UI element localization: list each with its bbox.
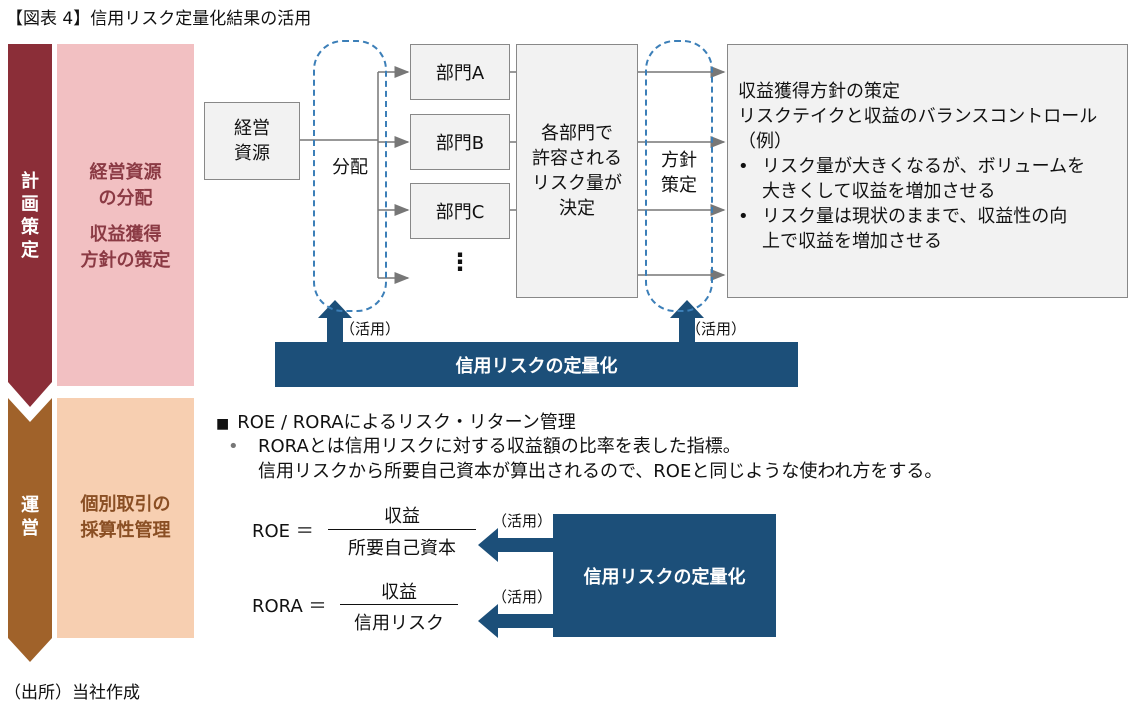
decision-box: 各部門で 許容される リスク量が 決定 [516,44,638,298]
detail-bullet: • リスク量は現状のままで、収益性の向 上で収益を増加させる [738,204,1127,254]
ops-char: 運 [21,495,39,516]
plan-char: 計 [21,171,39,192]
category-line: 収益獲得 [89,224,162,245]
bullet-dot: • [228,436,239,457]
policy-label: 方針 策定 [645,148,713,198]
ops-bullet-line: RORAとは信用リスクに対する収益額の比率を表した指標。 [258,436,741,457]
ops-use-label-rora: （活用） [492,588,553,606]
detail-line: リスクテイクと収益のバランスコントロール [738,106,1098,127]
dept-b-box: 部門B [410,114,510,170]
plan-phase-arrow [8,44,52,407]
plan-char: 策 [21,217,39,238]
ops-use-label-roe: （活用） [492,512,553,530]
bullet-line: リスク量は現状のままで、収益性の向 [762,206,1068,227]
ops-category-text: 個別取引の 採算性管理 [57,492,194,544]
bullet-dot: • [738,156,749,177]
plan-phase-label: 計 画 策 定 [2,170,58,262]
box-line: 許容される [532,148,622,169]
dept-a-box: 部門A [410,44,510,100]
roe-label: ROE ＝ [252,521,314,542]
detail-line: 収益獲得方針の策定 [738,81,900,102]
box-line: リスク量が [532,173,622,194]
ops-bullet: • RORAとは信用リスクに対する収益額の比率を表した指標。 信用リスクから所要… [228,434,942,484]
source-note: （出所）当社作成 [4,683,140,703]
box-line: 経営 [234,118,270,139]
category-line: の分配 [98,188,153,209]
ops-category-box [57,398,194,638]
ops-phase-label: 運 営 [2,494,58,540]
roe-numerator: 収益 [384,506,420,527]
box-line: 各部門で [541,123,613,144]
strategy-detail-box: 収益獲得方針の策定 リスクテイクと収益のバランスコントロール （例） • リスク… [727,44,1128,298]
bullet-dot: • [738,206,749,227]
rora-numerator: 収益 [381,582,417,603]
bullet-line: 大きくして収益を増加させる [762,181,996,202]
more-departments-ellipsis: ⋮ [448,248,472,276]
plan-category-text: 経営資源 の分配 収益獲得 方針の策定 [57,160,194,274]
square-bullet-icon: ■ [216,416,230,432]
plan-char: 画 [21,194,39,215]
credit-risk-quantification-box: 信用リスクの定量化 [553,514,776,637]
ops-char: 営 [21,518,39,539]
figure-title: 【図表 4】信用リスク定量化結果の活用 [6,9,312,29]
ops-heading: ■ ROE / RORAによるリスク・リターン管理 [216,408,576,434]
allocation-label: 分配 [332,157,368,178]
category-line: 経営資源 [89,162,162,183]
ops-bullet-line: 信用リスクから所要自己資本が算出されるので、ROEと同じような使われ方をする。 [258,461,943,482]
credit-risk-quantification-bar: 信用リスクの定量化 [275,342,798,387]
box-line: 決定 [559,198,595,219]
rora-denominator: 信用リスク [354,613,444,634]
box-line: 資源 [234,143,270,164]
plan-char: 定 [21,240,39,261]
management-resource-box: 経営 資源 [204,102,300,180]
allocation-dashed-frame [313,40,387,312]
ops-heading-text: ROE / RORAによるリスク・リターン管理 [237,412,576,433]
policy-dashed-frame [645,40,713,312]
use-label-right: （活用） [686,320,747,338]
category-line: 方針の策定 [80,250,171,271]
roe-denominator: 所要自己資本 [348,538,456,559]
detail-line: （例） [738,131,792,152]
plan-category-box [57,44,194,386]
ops-phase-arrow [8,398,52,662]
category-line: 個別取引の [80,494,171,515]
policy-line: 方針 [661,150,697,171]
left-arrow-rora [478,604,553,638]
detail-bullet: • リスク量が大きくなるが、ボリュームを 大きくして収益を増加させる [738,154,1127,204]
bullet-line: 上で収益を増加させる [762,231,942,252]
phase-arrows [8,44,52,662]
roe-fraction-line [328,529,476,530]
dept-c-box: 部門C [410,183,510,239]
rora-label: RORA ＝ [252,596,327,617]
use-label-left: （活用） [340,320,401,338]
rora-fraction-line [340,604,458,605]
policy-line: 策定 [661,175,697,196]
category-line: 採算性管理 [80,520,171,541]
bullet-line: リスク量が大きくなるが、ボリュームを [762,156,1086,177]
left-arrow-roe [478,528,553,562]
